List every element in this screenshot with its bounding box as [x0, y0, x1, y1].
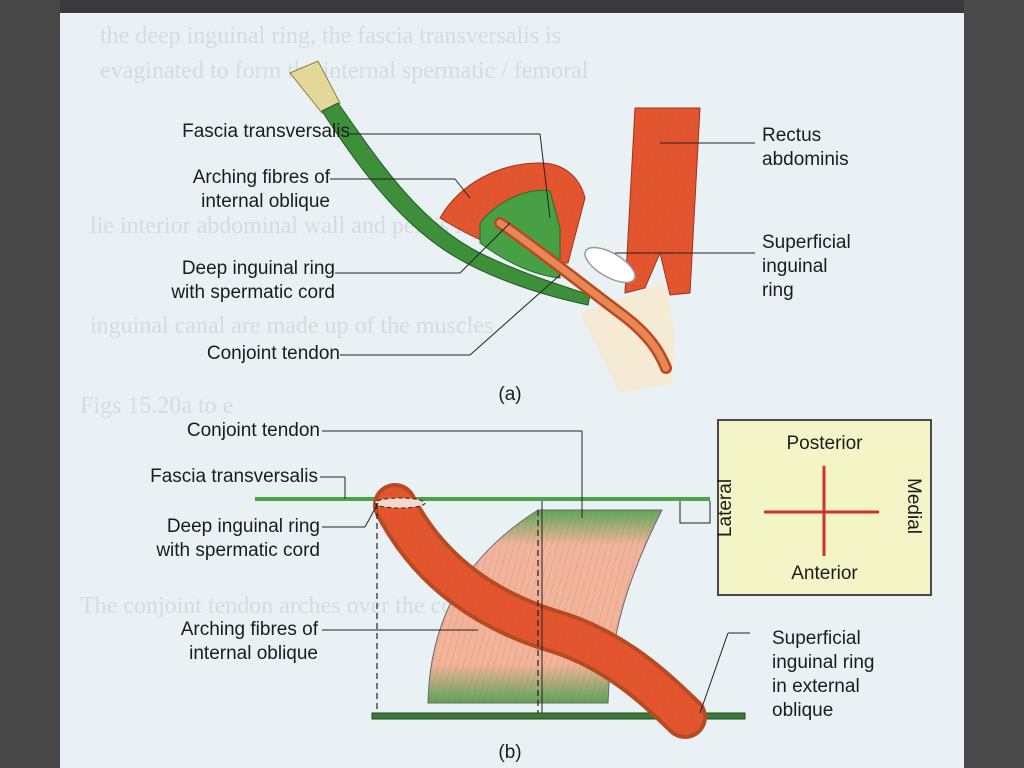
label-deep-ring-a-line1: Deep inguinal ring — [181, 258, 335, 279]
deep-ring-opening — [374, 497, 426, 509]
label-deep-ring-b-line2: with spermatic cord — [156, 540, 320, 561]
label-superficial-a-line2: inguinal — [762, 256, 828, 277]
leader-line — [699, 632, 729, 714]
label-conjoint-tendon-b: Conjoint tendon — [186, 420, 320, 441]
conjoint-bracket — [679, 501, 711, 524]
label-fascia-transversalis-a: Fascia transversalis — [182, 121, 350, 142]
compass-cross — [764, 466, 879, 556]
superficial-ring-a — [584, 246, 636, 284]
bleed-through-text: inguinal canal are made up of the muscle… — [90, 313, 494, 339]
spermatic-cord-b-striae — [377, 487, 703, 735]
label-superficial-b-line3: in external — [772, 676, 860, 697]
label-superficial-b-line2: inguinal ring — [772, 652, 875, 673]
figure-b — [255, 430, 750, 739]
label-arching-fibres-b: Arching fibres of internal oblique — [181, 618, 318, 666]
label-rectus-line1: Rectus — [762, 125, 822, 146]
slide-figure: the deep inguinal ring, the fascia trans… — [60, 13, 964, 768]
leader-line — [459, 222, 511, 274]
label-arching-fibres-a-line1: Arching fibres of — [192, 167, 330, 188]
label-arching-fibres-b-line1: Arching fibres of — [180, 619, 318, 640]
label-arching-fibres-b-line2: internal oblique — [189, 643, 318, 664]
compass-posterior: Posterior — [786, 433, 863, 454]
label-deep-ring-a: Deep inguinal ring with spermatic cord — [171, 257, 335, 305]
label-arching-fibres-a: Arching fibres of internal oblique — [193, 166, 330, 214]
label-deep-ring-b: Deep inguinal ring with spermatic cord — [156, 515, 320, 563]
anatomy-diagram — [255, 60, 755, 739]
background-stripe-left — [0, 0, 60, 768]
pubic-region — [580, 283, 675, 393]
bleed-through-text: Figs 15.20a to e — [80, 393, 234, 419]
label-superficial-ring-a: Superficial inguinal ring — [762, 231, 851, 303]
label-fascia-transversalis-b: Fascia transversalis — [150, 466, 318, 487]
background-stripe-right — [964, 0, 1024, 768]
bleed-through-text: the deep inguinal ring, the fascia trans… — [100, 23, 562, 49]
leader-line — [469, 274, 561, 356]
orientation-compass: Posterior Anterior Lateral Medial — [715, 419, 932, 596]
label-deep-ring-b-line1: Deep inguinal ring — [166, 516, 320, 537]
figure-a — [289, 60, 755, 393]
leader-line — [454, 178, 471, 199]
label-rectus-line2: abdominis — [762, 149, 849, 170]
caption-b: (b) — [498, 742, 522, 763]
label-superficial-ring-b: Superficial inguinal ring in external ob… — [772, 627, 874, 723]
bleed-through-text: The conjoint tendon arches over the cord — [80, 593, 474, 619]
external-oblique-base-b — [371, 712, 746, 720]
label-arching-fibres-a-line2: internal oblique — [201, 191, 330, 212]
compass-anterior: Anterior — [791, 563, 858, 584]
caption-a: (a) — [498, 384, 522, 405]
spermatic-cord-a-core — [496, 219, 670, 372]
label-superficial-a-line1: Superficial — [762, 232, 851, 253]
bleed-through-text: evaginated to form the internal spermati… — [100, 58, 589, 84]
label-rectus-abdominis: Rectus abdominis — [762, 124, 849, 172]
fascia-tip — [289, 60, 341, 114]
label-superficial-b-line1: Superficial — [772, 628, 861, 649]
fascia-transversalis-band — [321, 102, 591, 306]
rectus-abdominis-striae — [625, 108, 700, 295]
label-superficial-b-line4: oblique — [772, 700, 834, 721]
label-superficial-a-line3: ring — [762, 280, 794, 301]
label-conjoint-tendon-a: Conjoint tendon — [206, 343, 340, 364]
fascia-transversalis-line-b — [255, 497, 710, 501]
leader-line — [539, 133, 551, 219]
label-deep-ring-a-line2: with spermatic cord — [171, 282, 335, 303]
leader-line — [364, 502, 379, 528]
